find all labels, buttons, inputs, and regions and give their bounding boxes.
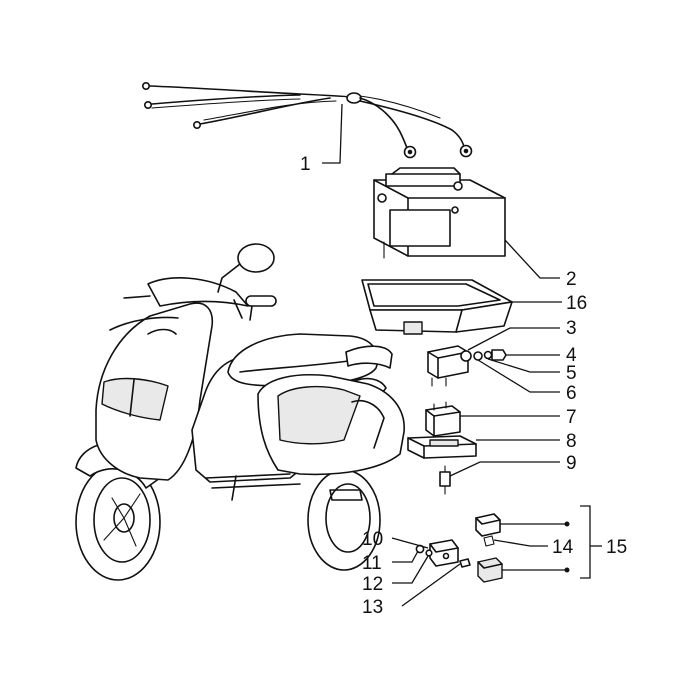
fuse-box bbox=[407, 435, 477, 459]
fuse bbox=[439, 465, 451, 495]
callout-9: 9 bbox=[566, 453, 577, 474]
callout-3: 3 bbox=[566, 318, 577, 339]
callout-11: 11 bbox=[362, 553, 382, 574]
callout-10: 10 bbox=[362, 529, 383, 550]
battery bbox=[373, 167, 506, 259]
callout-2: 2 bbox=[566, 269, 577, 290]
callout-1: 1 bbox=[300, 154, 311, 175]
connector-set bbox=[475, 513, 570, 583]
callout-5: 5 bbox=[566, 363, 577, 384]
callout-15: 15 bbox=[606, 537, 627, 558]
callout-8: 8 bbox=[566, 431, 577, 452]
callout-12: 12 bbox=[362, 574, 383, 595]
callout-4: 4 bbox=[566, 345, 577, 366]
scooter-illustration bbox=[75, 243, 405, 581]
callout-labels: 1 2 16 3 4 5 6 7 8 9 10 11 12 13 14 15 bbox=[300, 154, 627, 618]
callout-13: 13 bbox=[362, 597, 383, 618]
leader-lines bbox=[322, 103, 602, 607]
regulator-assembly bbox=[415, 539, 471, 568]
callout-7: 7 bbox=[566, 407, 577, 428]
flasher-relay bbox=[425, 401, 461, 437]
callout-16: 16 bbox=[566, 293, 587, 314]
callout-6: 6 bbox=[566, 383, 577, 404]
relay-assembly bbox=[427, 345, 507, 387]
battery-tray bbox=[361, 279, 513, 335]
callout-14: 14 bbox=[552, 537, 574, 558]
wiring-harness bbox=[142, 82, 473, 159]
